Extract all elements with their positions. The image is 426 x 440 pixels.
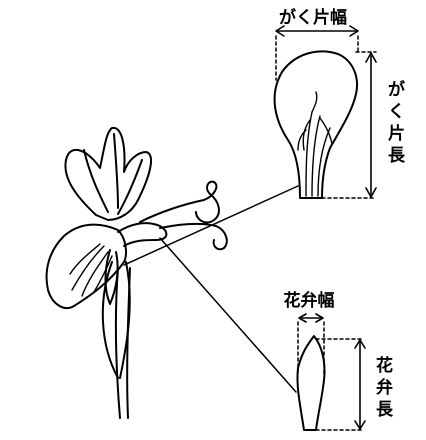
standard-petal — [64, 126, 153, 221]
sepal-detail — [273, 25, 377, 199]
petal-length-label-1: 花 — [376, 355, 393, 376]
sepal-fall-left — [45, 223, 127, 309]
sepal-width-arrow — [275, 25, 359, 37]
flower-stem — [114, 267, 131, 419]
callout-lines — [123, 185, 299, 393]
petal-width-label: 花弁幅 — [284, 290, 335, 311]
iris-flower-illustration — [45, 126, 228, 419]
sepal-veins — [69, 243, 113, 297]
petal-measure-box — [297, 321, 365, 431]
petal-small — [104, 249, 119, 305]
sepal-fall-right — [139, 180, 228, 251]
petal-length-label-3: 長 — [376, 400, 394, 420]
petal-width-arrow — [298, 313, 324, 323]
petal-length-arrow — [354, 339, 366, 430]
sepal-length-label-1: が — [388, 79, 405, 100]
petal-outline — [296, 335, 326, 431]
sepal-inner-veins — [297, 91, 333, 197]
petal-length-label-2: 弁 — [376, 377, 393, 398]
sepal-length-label-2: く — [388, 102, 405, 122]
sepal-measure-box — [275, 35, 377, 199]
petal-detail — [296, 313, 366, 431]
callout-line-sepal — [123, 185, 299, 266]
sepal-outline — [273, 50, 358, 199]
standard-petal-inner — [83, 133, 143, 215]
sepal-length-arrow — [365, 52, 377, 198]
style-arm — [117, 222, 168, 247]
sepal-width-label: がく片幅 — [279, 7, 347, 28]
sepal-length-label-4: 長 — [388, 146, 406, 166]
flower-spathe — [101, 261, 131, 379]
sepal-length-label-3: 片 — [388, 123, 405, 144]
callout-line-petal — [159, 237, 297, 393]
